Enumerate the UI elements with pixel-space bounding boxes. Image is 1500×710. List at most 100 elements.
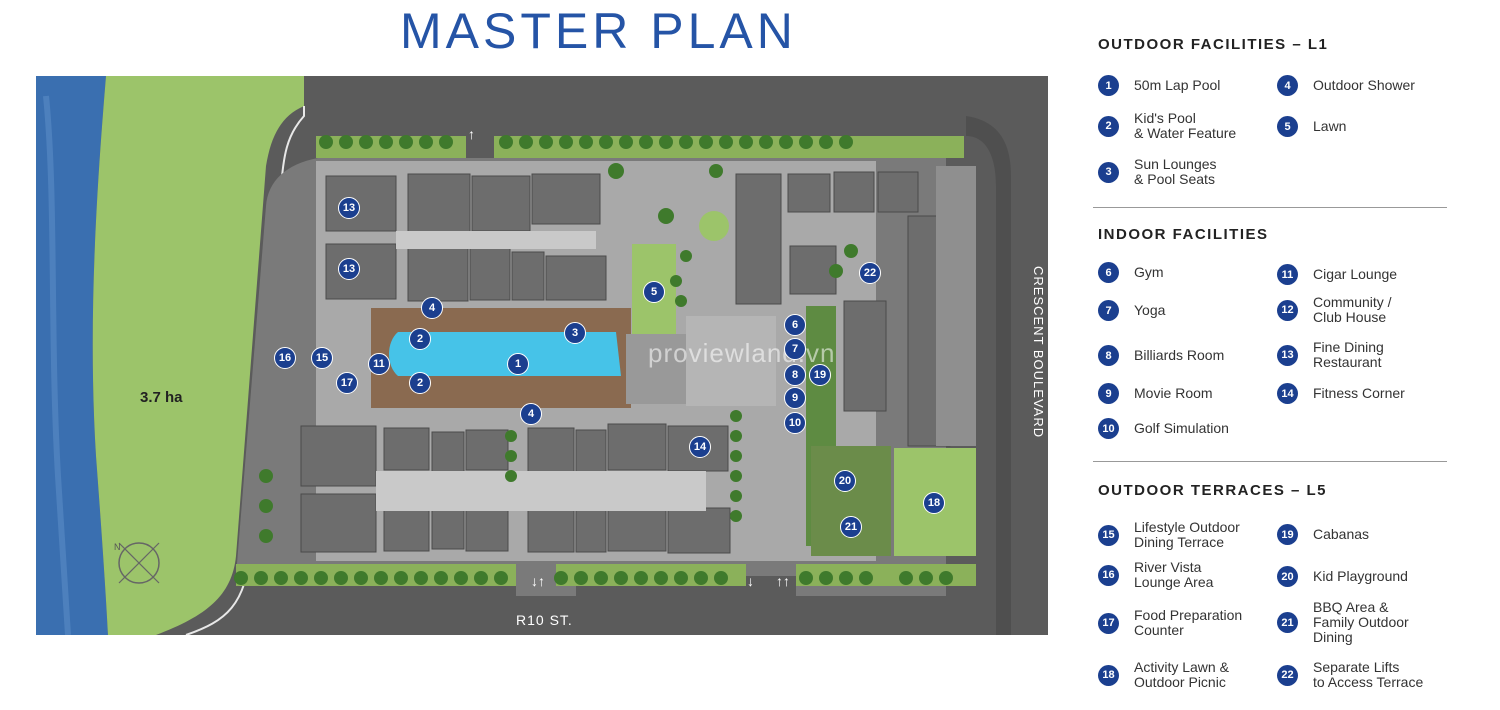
- legend-item: 21 BBQ Area & Family Outdoor Dining: [1277, 600, 1409, 645]
- legend-item-label: Cabanas: [1313, 526, 1370, 542]
- legend-item-label: Yoga: [1134, 302, 1166, 318]
- legend-number-badge: 1: [1098, 75, 1119, 96]
- map-marker-5[interactable]: 5: [643, 281, 665, 303]
- legend-item-label: Community / Club House: [1313, 294, 1392, 325]
- map-marker-3[interactable]: 3: [564, 322, 586, 344]
- road-label-r10: R10 ST.: [516, 612, 573, 628]
- map-marker-13[interactable]: 13: [338, 197, 360, 219]
- legend-item: 6 Gym: [1098, 262, 1164, 283]
- site-area-label: 3.7 ha: [140, 389, 183, 406]
- legend-item: 1 50m Lap Pool: [1098, 75, 1220, 96]
- site-plan-drawing: [36, 76, 1011, 635]
- map-marker-6[interactable]: 6: [784, 314, 806, 336]
- legend-item-label: Activity Lawn & Outdoor Picnic: [1134, 659, 1229, 690]
- legend-section-title: OUTDOOR FACILITIES – L1: [1098, 36, 1329, 53]
- legend-item: 20 Kid Playground: [1277, 566, 1408, 587]
- legend-section-title: OUTDOOR TERRACES – L5: [1098, 482, 1328, 499]
- legend-item: 18 Activity Lawn & Outdoor Picnic: [1098, 660, 1229, 690]
- map-marker-20[interactable]: 20: [834, 470, 856, 492]
- legend-item-label: Kid's Pool & Water Feature: [1134, 110, 1237, 141]
- legend-item-label: Food Preparation Counter: [1134, 607, 1243, 638]
- entrance-arrow-icon: ↑: [468, 126, 475, 142]
- legend-number-badge: 18: [1098, 664, 1119, 686]
- legend-item: 22 Separate Lifts to Access Terrace: [1277, 660, 1423, 690]
- legend-number-badge: 6: [1098, 262, 1119, 283]
- map-marker-13[interactable]: 13: [338, 258, 360, 280]
- legend-number-badge: 8: [1098, 345, 1119, 366]
- exit-arrow-icon: ↓: [747, 573, 754, 589]
- map-marker-1[interactable]: 1: [507, 353, 529, 375]
- legend-number-badge: 16: [1098, 564, 1119, 586]
- legend-item-label: Outdoor Shower: [1313, 77, 1415, 93]
- legend-number-badge: 13: [1277, 344, 1298, 366]
- entrance-arrow-icon: ↓↑: [531, 573, 545, 589]
- legend-item-label: Sun Lounges & Pool Seats: [1134, 156, 1217, 187]
- legend-number-badge: 19: [1277, 524, 1298, 545]
- site-plan-map: 3.7 ha R10 ST. CRESCENT BOULEVARD provie…: [36, 76, 1048, 635]
- legend-section-title: INDOOR FACILITIES: [1098, 226, 1269, 243]
- legend-number-badge: 14: [1277, 383, 1298, 404]
- legend-divider: [1093, 461, 1447, 462]
- legend-number-badge: 15: [1098, 524, 1119, 546]
- map-marker-7[interactable]: 7: [784, 338, 806, 360]
- legend-number-badge: 10: [1098, 418, 1119, 439]
- map-marker-8[interactable]: 8: [784, 364, 806, 386]
- legend-item-label: Movie Room: [1134, 385, 1213, 401]
- legend-item-label: 50m Lap Pool: [1134, 77, 1221, 93]
- legend-item: 17 Food Preparation Counter: [1098, 608, 1242, 638]
- map-marker-15[interactable]: 15: [311, 347, 333, 369]
- legend-item-label: Billiards Room: [1134, 347, 1225, 363]
- legend-item-label: Fine Dining Restaurant: [1313, 339, 1384, 370]
- legend-number-badge: 3: [1098, 161, 1119, 183]
- entrance-arrow-icon: ↑↑: [776, 573, 790, 589]
- map-marker-2[interactable]: 2: [409, 328, 431, 350]
- legend-item: 15 Lifestyle Outdoor Dining Terrace: [1098, 520, 1240, 550]
- legend-item: 11 Cigar Lounge: [1277, 264, 1397, 285]
- road-label-crescent-boulevard: CRESCENT BOULEVARD: [1031, 265, 1046, 439]
- riverside-park: [92, 76, 304, 635]
- tree-markers: [234, 135, 953, 585]
- legend-item-label: Gym: [1134, 264, 1164, 280]
- page-title: MASTER PLAN: [400, 3, 797, 59]
- legend-number-badge: 22: [1277, 664, 1298, 686]
- legend-number-badge: 17: [1098, 612, 1119, 634]
- legend-number-badge: 7: [1098, 300, 1119, 321]
- legend-number-badge: 2: [1098, 115, 1119, 137]
- watermark: proviewland.vn: [648, 338, 836, 368]
- map-marker-22[interactable]: 22: [859, 262, 881, 284]
- legend-number-badge: 9: [1098, 383, 1119, 404]
- legend-item-label: Separate Lifts to Access Terrace: [1313, 659, 1424, 690]
- map-marker-11[interactable]: 11: [368, 353, 390, 375]
- legend-item: 12 Community / Club House: [1277, 295, 1392, 325]
- legend-item: 10 Golf Simulation: [1098, 418, 1229, 439]
- legend-item: 13 Fine Dining Restaurant: [1277, 340, 1384, 370]
- legend-item: 8 Billiards Room: [1098, 345, 1224, 366]
- legend-item: 16 River Vista Lounge Area: [1098, 560, 1213, 590]
- legend-number-badge: 5: [1277, 116, 1298, 137]
- compass: [118, 542, 160, 584]
- legend-number-badge: 21: [1277, 612, 1298, 633]
- map-marker-4[interactable]: 4: [421, 297, 443, 319]
- map-marker-4[interactable]: 4: [520, 403, 542, 425]
- legend-item-label: Cigar Lounge: [1313, 266, 1398, 282]
- legend-item-label: Lawn: [1313, 118, 1347, 134]
- legend-item: 3 Sun Lounges & Pool Seats: [1098, 157, 1217, 187]
- legend-item: 5 Lawn: [1277, 116, 1346, 137]
- map-marker-14[interactable]: 14: [689, 436, 711, 458]
- legend-item-label: Fitness Corner: [1313, 385, 1405, 401]
- lap-pool: [389, 332, 621, 376]
- map-marker-19[interactable]: 19: [809, 364, 831, 386]
- legend-item: 14 Fitness Corner: [1277, 383, 1405, 404]
- map-marker-17[interactable]: 17: [336, 372, 358, 394]
- legend-number-badge: 4: [1277, 75, 1298, 96]
- legend-number-badge: 20: [1277, 566, 1298, 587]
- map-marker-16[interactable]: 16: [274, 347, 296, 369]
- map-marker-10[interactable]: 10: [784, 412, 806, 434]
- map-marker-9[interactable]: 9: [784, 387, 806, 409]
- map-marker-2[interactable]: 2: [409, 372, 431, 394]
- legend-number-badge: 11: [1277, 264, 1298, 285]
- map-marker-21[interactable]: 21: [840, 516, 862, 538]
- legend-item: 4 Outdoor Shower: [1277, 75, 1415, 96]
- legend-item: 7 Yoga: [1098, 300, 1165, 321]
- map-marker-18[interactable]: 18: [923, 492, 945, 514]
